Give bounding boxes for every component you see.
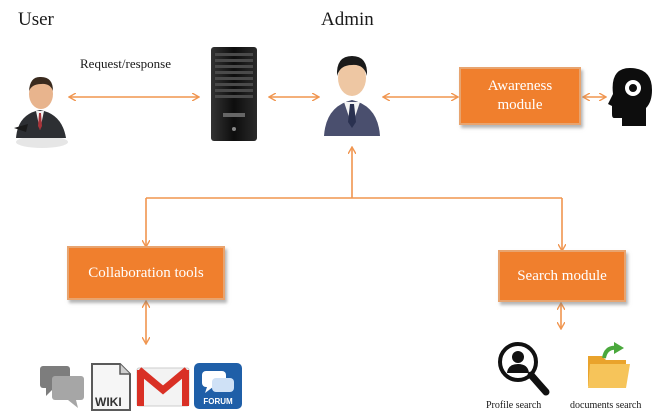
documents-search-label: documents search: [570, 400, 642, 411]
wiki-text: WIKI: [95, 395, 122, 409]
collaboration-tools-box: Collaboration tools: [67, 246, 225, 300]
search-module-box: Search module: [498, 250, 626, 302]
forum-icon: FORUM: [194, 363, 242, 409]
collaboration-tools-label: Collaboration tools: [88, 264, 204, 281]
server-icon: [211, 47, 257, 141]
awareness-module-box: Awareness module: [459, 67, 581, 125]
wiki-icon: WIKI: [91, 363, 131, 411]
chat-icon: [40, 366, 84, 408]
head-brain-icon: [608, 68, 652, 126]
profile-search-label: Profile search: [486, 400, 542, 411]
awareness-module-label: Awareness module: [487, 78, 553, 113]
gmail-icon: [136, 367, 190, 407]
folder-icon: [588, 342, 630, 388]
search-module-label: Search module: [517, 267, 607, 284]
user-label: User: [18, 9, 54, 30]
admin-label: Admin: [321, 9, 374, 30]
user-person-icon: [14, 76, 68, 148]
request-response-label: Request/response: [80, 56, 171, 71]
profile-search-icon: [498, 342, 550, 396]
admin-person-icon: [324, 56, 380, 136]
forum-text: FORUM: [203, 397, 233, 406]
